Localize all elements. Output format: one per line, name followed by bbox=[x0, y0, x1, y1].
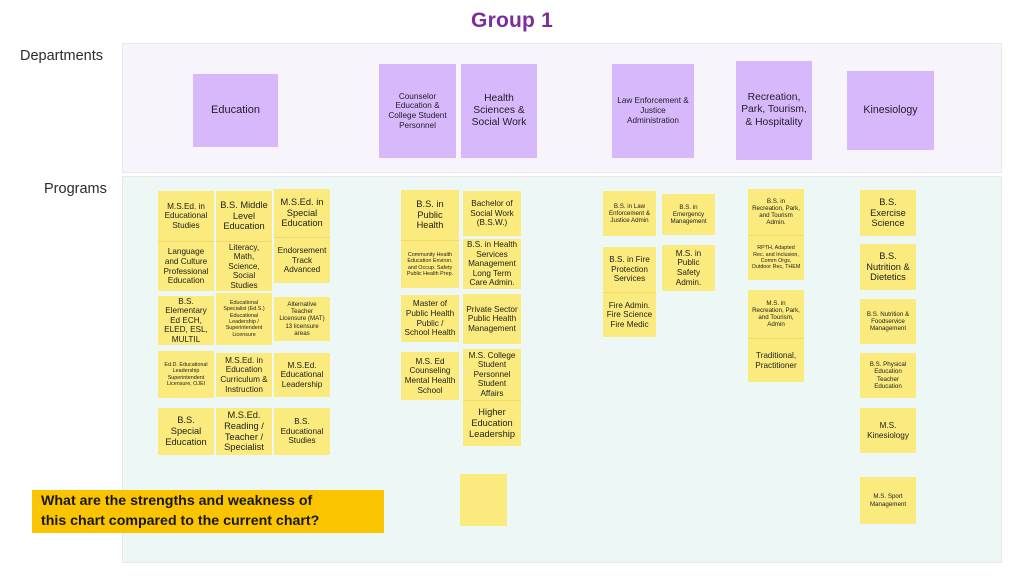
row-label-departments: Departments bbox=[20, 48, 104, 64]
program-card[interactable]: B.S. in Emergency Management bbox=[662, 194, 715, 235]
program-card[interactable]: M.S. Sport Management bbox=[860, 477, 916, 524]
program-card[interactable]: B.S. in Public Health bbox=[401, 190, 459, 240]
program-card[interactable]: Fire Admin. Fire Science Fire Medic bbox=[603, 292, 656, 337]
program-card[interactable]: B.S. in Recreation, Park, and Tourism Ad… bbox=[748, 189, 804, 235]
department-chip-health-sciences[interactable]: Health Sciences & Social Work bbox=[461, 64, 537, 158]
program-card[interactable]: Educational Specialist (Ed.S.) Education… bbox=[216, 293, 272, 345]
program-card[interactable]: M.S.Ed. in Educational Studies bbox=[158, 191, 214, 241]
program-card[interactable]: B.S. in Law Enforcement & Justice Admin bbox=[603, 191, 656, 236]
callout-line-1: What are the strengths and weakness of bbox=[41, 493, 313, 510]
callout-line-2: this chart compared to the current chart… bbox=[41, 512, 320, 529]
programs-panel: M.S.Ed. in Educational Studies Language … bbox=[122, 176, 1002, 563]
departments-panel: Education Counselor Education & College … bbox=[122, 43, 1002, 173]
program-card[interactable]: Traditional, Practitioner bbox=[748, 338, 804, 382]
program-card[interactable]: M.S.Ed. Educational Leadership bbox=[274, 353, 330, 397]
program-card[interactable]: Language and Culture Professional Educat… bbox=[158, 241, 214, 291]
program-card[interactable]: M.S.Ed. Reading / Teacher / Specialist bbox=[216, 408, 272, 455]
program-card[interactable]: B.S. Exercise Science bbox=[860, 190, 916, 236]
program-card[interactable]: M.S. College Student Personnel Student A… bbox=[463, 349, 521, 400]
program-card[interactable]: M.S.Ed. in Special Education bbox=[274, 189, 330, 237]
department-chip-recreation-park[interactable]: Recreation, Park, Tourism, & Hospitality bbox=[736, 61, 812, 160]
program-card[interactable]: M.S. Ed Counseling Mental Health School bbox=[401, 352, 459, 400]
program-card[interactable]: B.S. Nutrition & Dietetics bbox=[860, 244, 916, 290]
program-card[interactable]: B.S. Physical Education Teacher Educatio… bbox=[860, 353, 916, 398]
program-card[interactable]: Master of Public Health Public / School … bbox=[401, 295, 459, 342]
program-card[interactable]: M.S. Kinesiology bbox=[860, 408, 916, 453]
program-card[interactable]: M.S.Ed. in Education Curriculum & Instru… bbox=[216, 353, 272, 397]
program-card[interactable]: Community Health Education Environ. and … bbox=[401, 240, 459, 288]
program-card[interactable]: Alternative Teacher Licensure (MAT) 13 l… bbox=[274, 297, 330, 341]
department-chip-education[interactable]: Education bbox=[193, 74, 278, 147]
page-title: Group 1 bbox=[471, 9, 553, 32]
program-card[interactable]: B.S. Educational Studies bbox=[274, 408, 330, 455]
program-card[interactable]: B.S. Special Education bbox=[158, 408, 214, 455]
row-label-programs: Programs bbox=[44, 181, 107, 197]
program-card[interactable]: B.S. Elementary Ed ECH, ELED, ESL, MULTI… bbox=[158, 296, 214, 345]
program-card[interactable]: M.S. in Recreation, Park, and Tourism, A… bbox=[748, 290, 804, 338]
program-card[interactable]: B.S. in Health Services Management Long … bbox=[463, 239, 521, 289]
program-card[interactable]: Higher Education Leadership bbox=[463, 400, 521, 446]
program-card[interactable]: B.S. Nutrition & Foodservice Management bbox=[860, 299, 916, 344]
program-card[interactable]: RPTH, Adapted Rec. and Inclusion, Comm O… bbox=[748, 235, 804, 280]
department-chip-counselor-education[interactable]: Counselor Education & College Student Pe… bbox=[379, 64, 456, 158]
annotation-callout: What are the strengths and weakness of t… bbox=[32, 490, 384, 533]
program-card[interactable]: B.S. Middle Level Education bbox=[216, 191, 272, 241]
program-card[interactable]: B.S. in Fire Protection Services bbox=[603, 247, 656, 292]
program-card[interactable]: Literacy, Math, Science, Social Studies bbox=[216, 241, 272, 291]
program-card[interactable]: Private Sector Public Health Management bbox=[463, 294, 521, 344]
program-card-empty[interactable] bbox=[460, 474, 507, 526]
program-card[interactable]: Endorsement Track Advanced bbox=[274, 237, 330, 283]
program-card[interactable]: Bachelor of Social Work (B.S.W.) bbox=[463, 191, 521, 236]
department-chip-kinesiology[interactable]: Kinesiology bbox=[847, 71, 934, 150]
department-chip-law-enforcement[interactable]: Law Enforcement & Justice Administration bbox=[612, 64, 694, 158]
program-card[interactable]: Ed.D. Educational Leadership Superintend… bbox=[158, 351, 214, 398]
program-card[interactable]: M.S. in Public Safety Admin. bbox=[662, 245, 715, 291]
